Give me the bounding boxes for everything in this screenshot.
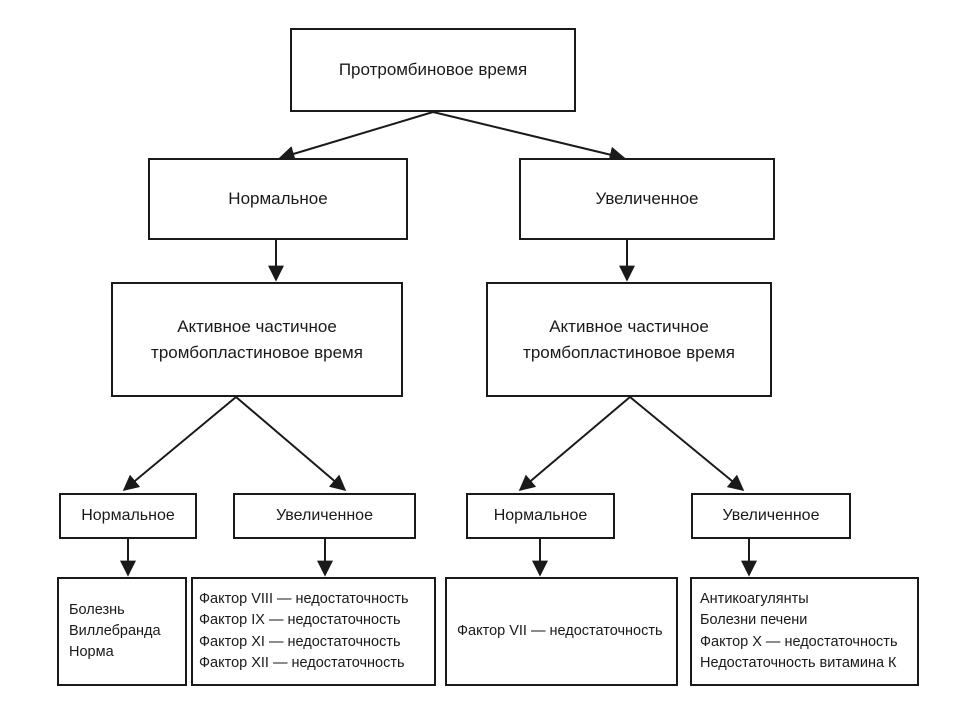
node-label: Нормальное	[228, 189, 328, 209]
node-aptt-left: Активное частичное тромбопластиновое вре…	[111, 282, 403, 397]
outcome-line: Виллебранда	[69, 622, 161, 639]
node-label: Увеличенное	[722, 507, 820, 524]
arrow-aptt-right-to-normal	[518, 396, 631, 492]
arrow-aptt-left-to-increased	[235, 396, 347, 492]
outcome-line: Фактор XII — недостаточность	[199, 654, 405, 671]
node-aptt-right-normal: Нормальное	[466, 493, 615, 539]
node-label: Протромбиновое время	[338, 60, 528, 80]
node-aptt-left-increased: Увеличенное	[233, 493, 416, 539]
outcome-line: Антикоагулянты	[700, 591, 809, 608]
node-pt-increased: Увеличенное	[519, 158, 775, 240]
outcome-line: Норма	[69, 644, 114, 660]
outcome-right-normal: Фактор VII — недостаточность	[445, 577, 678, 686]
node-label: Увеличенное	[276, 507, 373, 524]
arrow-aptt-left-to-normal	[122, 396, 237, 492]
node-aptt-left-normal: Нормальное	[59, 493, 197, 539]
node-aptt-right: Активное частичное тромбопластиновое вре…	[486, 282, 772, 397]
arrow-root-to-increased	[432, 111, 626, 163]
node-label: Нормальное	[81, 507, 175, 524]
outcome-line: Фактор VII — недостаточность	[457, 622, 663, 639]
outcome-line: Фактор IX — недостаточность	[199, 612, 401, 629]
node-prothrombin-time: Протромбиновое время	[290, 28, 576, 112]
node-label: Увеличенное	[595, 189, 699, 209]
outcome-line: Фактор XI — недостаточность	[199, 633, 401, 650]
outcome-line: Болезнь	[69, 601, 125, 618]
node-label-line: тромбопластиновое время	[523, 342, 735, 362]
outcome-line: Фактор VIII — недостаточность	[199, 591, 409, 608]
outcome-right-increased: Антикоагулянты Болезни печени Фактор X —…	[690, 577, 919, 686]
outcome-line: Фактор X — недостаточность	[700, 633, 898, 650]
node-label-line: Активное частичное	[177, 317, 337, 336]
node-label-line: Активное частичное	[549, 317, 709, 336]
node-aptt-right-increased: Увеличенное	[691, 493, 851, 539]
outcome-line: Недостаточность витамина К	[700, 654, 897, 671]
node-label: Нормальное	[493, 507, 588, 524]
arrow-root-to-normal	[278, 111, 434, 162]
arrow-aptt-right-to-increased	[629, 396, 745, 492]
outcome-line: Болезни печени	[700, 612, 808, 629]
outcome-left-increased: Фактор VIII — недостаточность Фактор IX …	[191, 577, 436, 686]
outcome-left-normal: Болезнь Виллебранда Норма	[57, 577, 187, 686]
node-label-line: тромбопластиновое время	[151, 342, 363, 362]
node-pt-normal: Нормальное	[148, 158, 408, 240]
